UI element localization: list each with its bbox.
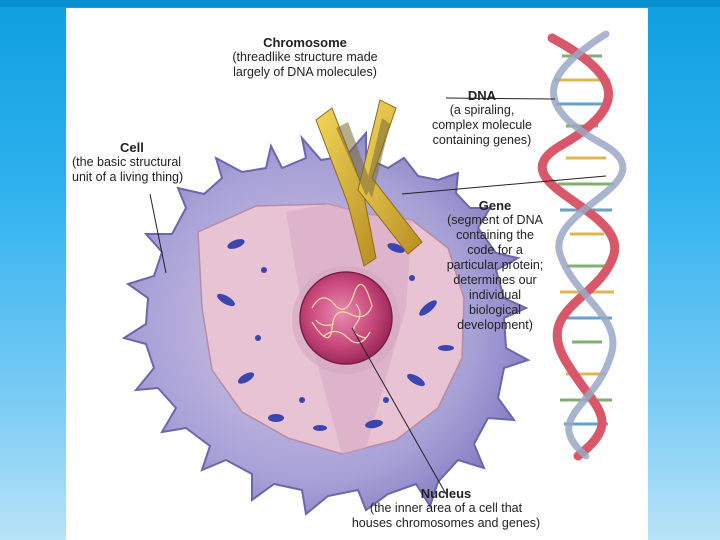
cell-desc-line-1: (the basic structural	[72, 155, 182, 169]
dna-helix-illustration	[537, 30, 627, 461]
chromosome-label: Chromosome (threadlike structure made la…	[200, 35, 410, 80]
chromosome-desc-line-2: largely of DNA molecules)	[233, 65, 377, 79]
top-accent-bar	[0, 0, 720, 7]
nucleus-title: Nucleus	[420, 486, 472, 501]
dna-desc-line-2: complex molecule	[431, 118, 533, 132]
cell-label: Cell (the basic structural unit of a liv…	[72, 140, 222, 185]
nucleus-desc-line-2: houses chromosomes and genes)	[351, 516, 541, 530]
chromosome-desc-line-1: (threadlike structure made	[232, 50, 378, 64]
cell-illustration	[121, 130, 531, 516]
nucleus-label: Nucleus (the inner area of a cell that h…	[328, 486, 564, 531]
chromosome-illustration	[315, 99, 423, 267]
gene-title: Gene	[478, 198, 512, 213]
nucleus-illustration	[292, 266, 400, 374]
gene-desc-line-8: development)	[457, 318, 533, 332]
diagram-panel: Chromosome (threadlike structure made la…	[66, 8, 648, 540]
cell-diagram-artwork	[121, 30, 627, 516]
gene-desc-line-6: individual	[468, 288, 522, 302]
organelles	[217, 239, 454, 431]
gene-desc-line-7: biological	[468, 303, 522, 317]
cell-title: Cell	[120, 140, 144, 155]
gene-desc-line-3: code for a	[467, 243, 523, 257]
gene-desc-line-4: particular protein;	[446, 258, 544, 272]
nucleus-desc-line-1: (the inner area of a cell that	[369, 501, 523, 515]
chromosome-title: Chromosome	[263, 35, 347, 50]
cell-desc-line-2: unit of a living thing)	[72, 170, 184, 184]
gene-desc-line-5: determines our	[453, 273, 537, 287]
pointer-lines	[149, 97, 607, 495]
dna-label: DNA (a spiraling, complex molecule conta…	[416, 88, 548, 148]
dna-desc-line-1: (a spiraling,	[449, 103, 515, 117]
gene-label: Gene (segment of DNA containing the code…	[434, 198, 556, 333]
gene-desc-line-2: containing the	[456, 228, 534, 242]
gene-desc-line-1: (segment of DNA	[447, 213, 543, 227]
dna-title: DNA	[467, 88, 497, 103]
dna-desc-line-3: containing genes)	[432, 133, 532, 147]
